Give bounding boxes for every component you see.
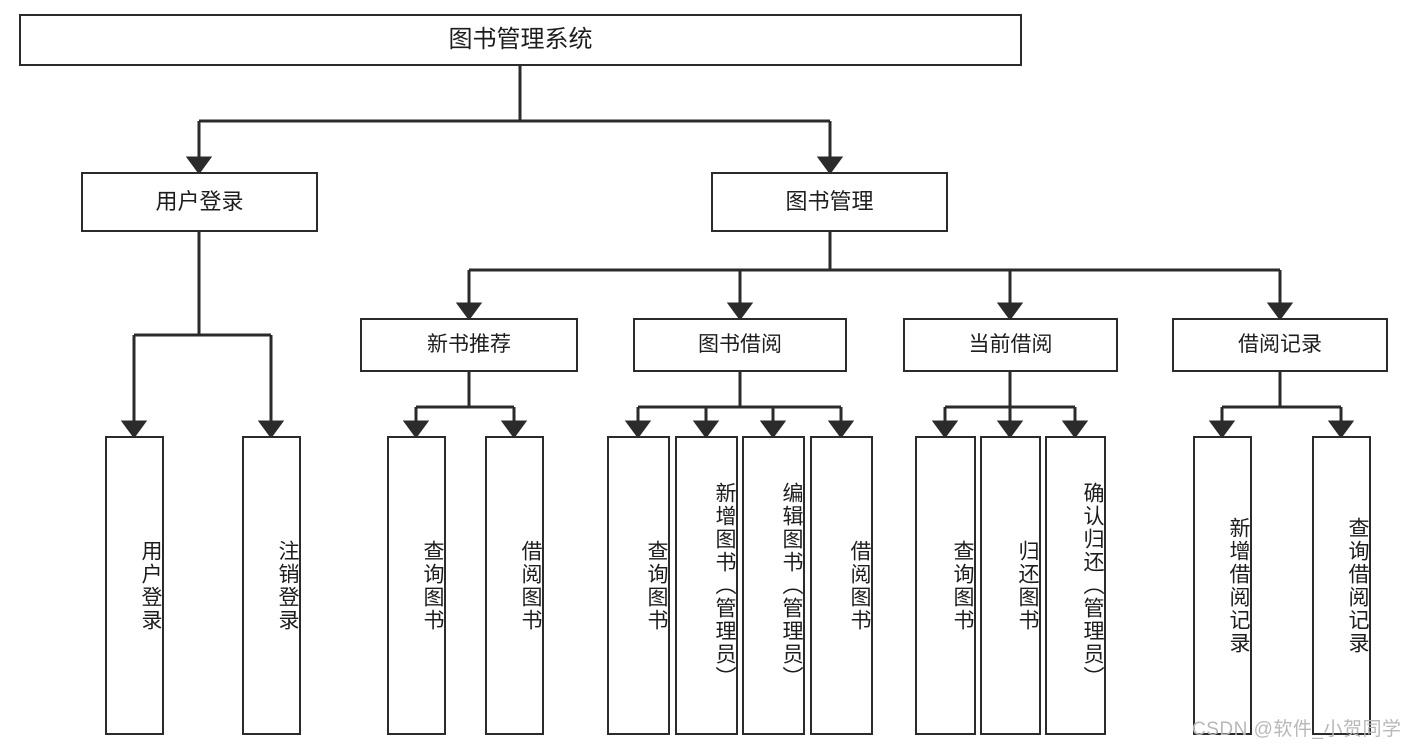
leaf-label: 借阅图书 xyxy=(519,539,542,632)
leaf-label: 查询图书 xyxy=(951,539,974,632)
leaf-node[interactable]: 借阅图书 xyxy=(810,436,873,735)
node-new-book-recommend[interactable]: 新书推荐 xyxy=(360,318,578,372)
leaf-label: 查询图书 xyxy=(645,539,668,632)
node-current-borrow[interactable]: 当前借阅 xyxy=(903,318,1118,372)
leaf-node[interactable]: 新增图书（管理员） xyxy=(675,436,738,735)
leaf-node[interactable]: 查询图书 xyxy=(387,436,446,735)
node-root-system[interactable]: 图书管理系统 xyxy=(19,14,1022,66)
leaf-node[interactable]: 编辑图书（管理员） xyxy=(742,436,805,735)
leaf-node[interactable]: 借阅图书 xyxy=(485,436,544,735)
leaf-node[interactable]: 查询图书 xyxy=(915,436,976,735)
leaf-node[interactable]: 确认归还（管理员） xyxy=(1045,436,1106,735)
leaf-label: 注销登录 xyxy=(276,539,299,632)
node-borrow-record[interactable]: 借阅记录 xyxy=(1172,318,1388,372)
leaf-label: 新增图书（管理员） xyxy=(713,482,736,689)
leaf-label: 查询借阅记录 xyxy=(1346,516,1369,655)
leaf-label: 归还图书 xyxy=(1016,539,1039,632)
node-user-login[interactable]: 用户登录 xyxy=(81,172,318,232)
leaf-node[interactable]: 注销登录 xyxy=(242,436,301,735)
leaf-label: 新增借阅记录 xyxy=(1227,516,1250,655)
csdn-watermark: CSDN @软件_小贺同学 xyxy=(1192,719,1402,740)
leaf-label: 用户登录 xyxy=(139,539,162,632)
node-book-borrow[interactable]: 图书借阅 xyxy=(633,318,847,372)
leaf-label: 查询图书 xyxy=(421,539,444,632)
leaf-node[interactable]: 查询借阅记录 xyxy=(1312,436,1371,735)
leaf-node[interactable]: 归还图书 xyxy=(980,436,1041,735)
leaf-node[interactable]: 查询图书 xyxy=(607,436,670,735)
node-book-management[interactable]: 图书管理 xyxy=(711,172,948,232)
leaf-node[interactable]: 用户登录 xyxy=(105,436,164,735)
leaf-node[interactable]: 新增借阅记录 xyxy=(1193,436,1252,735)
leaf-label: 编辑图书（管理员） xyxy=(780,482,803,689)
leaf-label: 确认归还（管理员） xyxy=(1081,482,1104,689)
leaf-label: 借阅图书 xyxy=(848,539,871,632)
